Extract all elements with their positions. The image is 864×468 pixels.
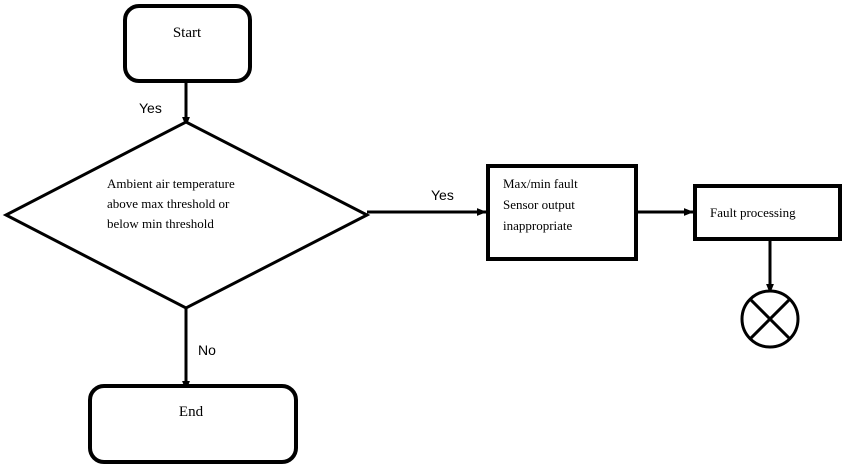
- end-label: End: [179, 404, 204, 420]
- decision-label-line3: below min threshold: [107, 216, 214, 231]
- node-decision[interactable]: Ambient air temperature above max thresh…: [2, 120, 371, 310]
- edge-label-decision-to-fault: Yes: [431, 187, 454, 203]
- start-shape: [123, 4, 252, 83]
- fault-processing-label: Fault processing: [710, 205, 796, 220]
- fault-label-line3: inappropriate: [503, 218, 573, 233]
- edge-label-decision-to-end: No: [198, 342, 216, 358]
- fault-label-line1: Max/min fault: [503, 176, 578, 191]
- fault-shape: [486, 164, 638, 261]
- node-fault-processing[interactable]: Fault processing: [693, 184, 842, 241]
- fault-label-line2: Sensor output: [503, 197, 575, 212]
- decision-label-line1: Ambient air temperature: [107, 176, 235, 191]
- end-shape: [88, 384, 298, 464]
- decision-shape: [2, 120, 371, 310]
- decision-label-line2: above max threshold or: [107, 196, 230, 211]
- node-terminator[interactable]: [740, 289, 800, 349]
- fault-processing-shape: [693, 184, 842, 241]
- node-fault[interactable]: Max/min fault Sensor output inappropriat…: [486, 164, 638, 261]
- edge-label-start-to-decision: Yes: [139, 100, 162, 116]
- node-end[interactable]: End: [88, 384, 298, 464]
- node-start[interactable]: Start: [123, 4, 252, 83]
- start-label: Start: [173, 25, 202, 41]
- terminator-cross-line-2: [749, 298, 791, 340]
